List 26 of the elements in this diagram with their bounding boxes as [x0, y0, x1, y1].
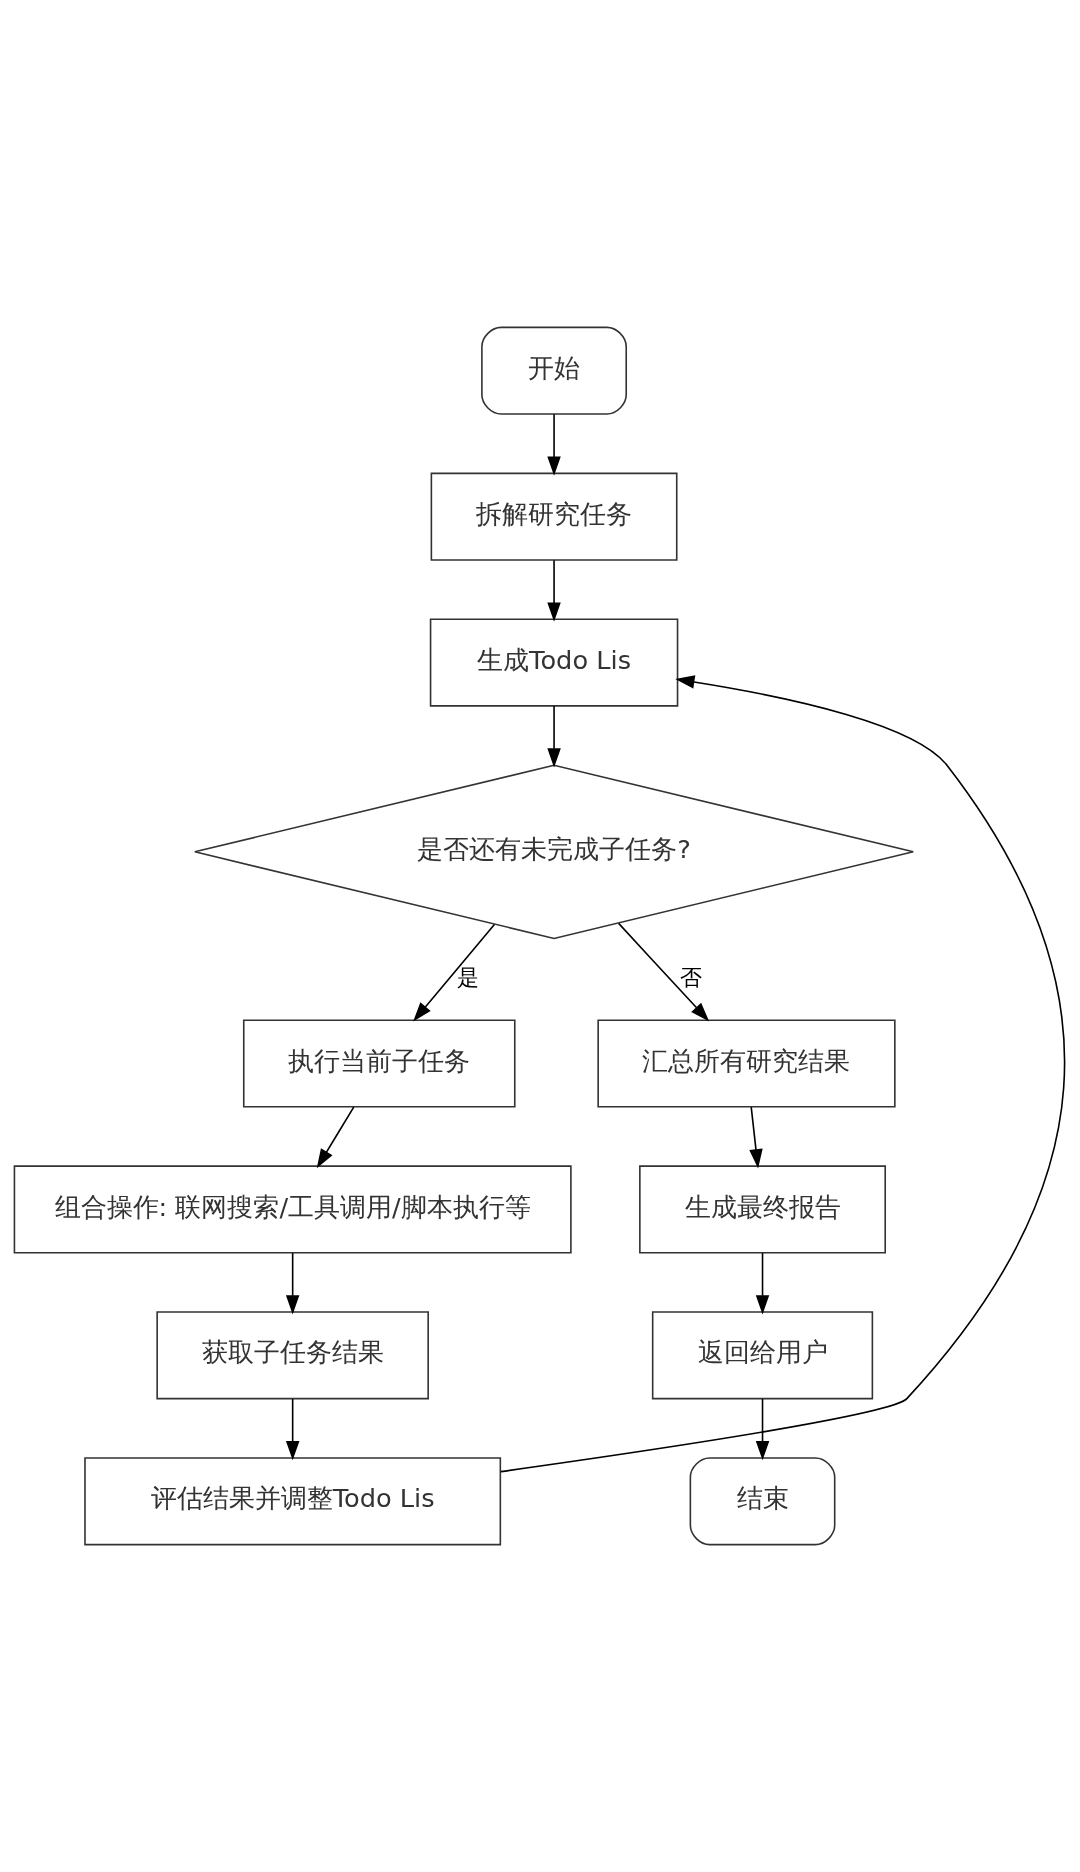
node-box: 拆解研究任务 — [430, 472, 678, 561]
arrow — [617, 922, 710, 1022]
arrow — [547, 559, 561, 622]
node-box: 评估结果并调整Todo Lis — [84, 1457, 502, 1546]
node-box: 组合操作: 联网搜索/工具调用/脚本执行等 — [13, 1165, 572, 1254]
arrow — [499, 675, 1065, 1473]
arrow — [316, 1106, 355, 1169]
node-diamond: 是否还有未完成子任务? — [194, 764, 915, 940]
node-box: 生成Todo Lis — [429, 618, 679, 707]
arrow — [755, 1252, 770, 1315]
node-box: 执行当前子任务 — [242, 1019, 516, 1108]
arrow — [285, 1398, 300, 1461]
node-box: 生成最终报告 — [639, 1165, 886, 1254]
arrow — [749, 1106, 763, 1169]
arrow — [413, 923, 496, 1022]
node-box: 汇总所有研究结果 — [597, 1019, 896, 1108]
edge-label: 是 — [457, 964, 480, 991]
arrow — [755, 1398, 770, 1461]
node-box: 结束 — [689, 1457, 836, 1546]
arrow — [547, 413, 561, 476]
arrow — [285, 1252, 300, 1315]
node-box: 返回给用户 — [651, 1311, 874, 1400]
node-box: 开始 — [481, 326, 627, 415]
node-box: 获取子任务结果 — [156, 1311, 429, 1400]
edge-label: 否 — [680, 964, 703, 991]
arrow — [547, 705, 561, 768]
